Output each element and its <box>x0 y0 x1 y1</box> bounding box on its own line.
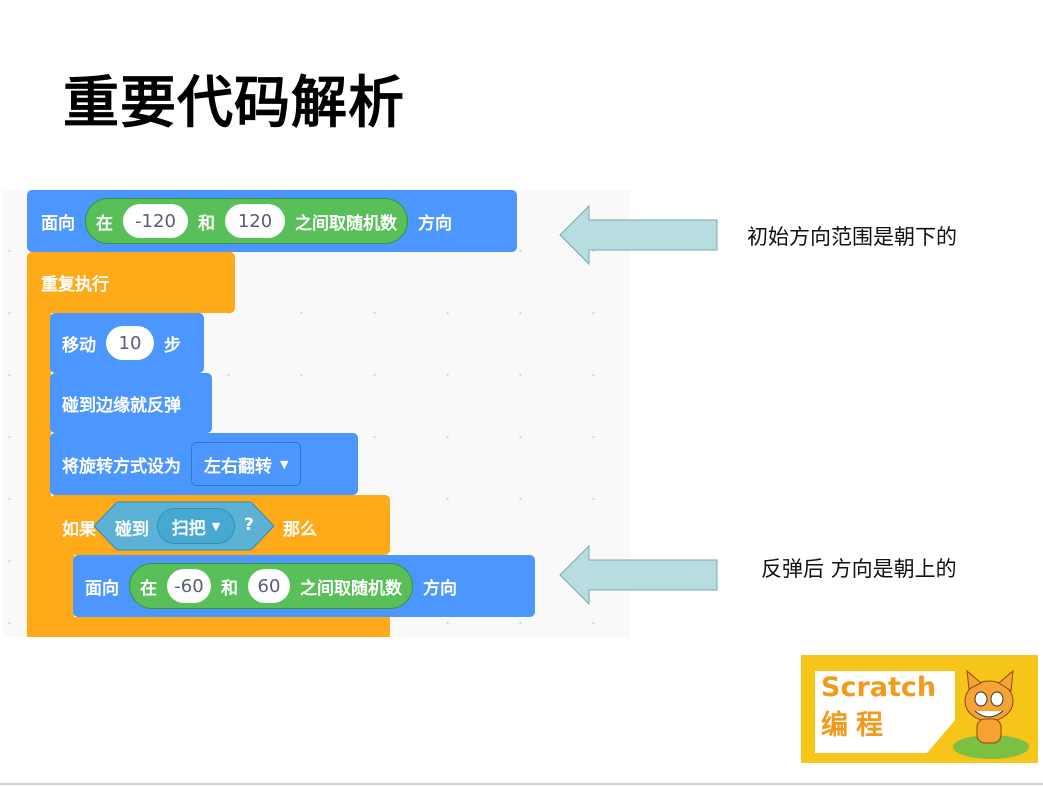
annotation-initial: 初始方向范围是朝下的 <box>747 225 957 249</box>
direction-label: 方向 <box>423 578 457 599</box>
point-in-direction-block[interactable]: 面向 在 -120 和 120 之间取随机数 方向 <box>27 190 517 252</box>
max-input[interactable]: 60 <box>248 569 290 603</box>
scratch-code-area: 重复执行 面向 在 -120 和 120 之间取随机数 方向 移动 10 步 碰… <box>3 190 630 637</box>
forever-label: 重复执行 <box>41 275 109 295</box>
object-value: 扫把 <box>171 518 206 539</box>
rotation-value: 左右翻转 <box>204 456 272 477</box>
if-label: 如果 <box>62 520 96 540</box>
random-label: 之间取随机数 <box>295 213 397 234</box>
annotation-bounce: 反弹后 方向是朝上的 <box>761 557 957 581</box>
footer-divider <box>0 783 1043 785</box>
if-bottom <box>50 617 390 637</box>
then-label: 那么 <box>283 520 317 540</box>
face-label: 面向 <box>85 578 119 599</box>
rotation-label: 将旋转方式设为 <box>62 456 181 477</box>
in-label: 在 <box>96 213 113 234</box>
move-label: 移动 <box>62 335 96 356</box>
forever-block[interactable] <box>27 252 235 313</box>
scratch-logo: Scratch 编程 <box>801 655 1038 763</box>
face-label: 面向 <box>41 213 75 234</box>
steps-input[interactable]: 10 <box>106 326 154 360</box>
logo-text: Scratch <box>821 672 937 703</box>
forever-arm <box>27 290 51 637</box>
rotation-dropdown[interactable]: 左右翻转 ▼ <box>191 442 302 486</box>
touching-label: 碰到 <box>115 520 149 540</box>
logo-subtext: 编程 <box>821 710 891 741</box>
logo-card <box>815 671 955 753</box>
bounce-block[interactable]: 碰到边缘就反弹 <box>50 373 212 433</box>
max-input[interactable]: 120 <box>225 204 285 238</box>
slide-title: 重要代码解析 <box>63 71 405 136</box>
random-reporter[interactable]: 在 -60 和 60 之间取随机数 <box>129 563 413 609</box>
and-label: 和 <box>198 213 215 234</box>
random-reporter[interactable]: 在 -120 和 120 之间取随机数 <box>85 198 408 244</box>
question-mark: ? <box>244 515 254 535</box>
in-label: 在 <box>140 578 157 599</box>
steps-unit: 步 <box>164 335 181 356</box>
move-block[interactable]: 移动 10 步 <box>50 313 204 373</box>
rotation-style-block[interactable]: 将旋转方式设为 左右翻转 ▼ <box>50 433 358 495</box>
random-label: 之间取随机数 <box>300 578 402 599</box>
bounce-label: 碰到边缘就反弹 <box>62 395 181 416</box>
scratch-cat-icon <box>953 669 1029 759</box>
point-in-direction-block-2[interactable]: 面向 在 -60 和 60 之间取随机数 方向 <box>73 555 535 617</box>
left-arrow-icon <box>559 545 718 605</box>
chevron-down-icon: ▼ <box>280 457 289 471</box>
min-input[interactable]: -60 <box>167 569 211 603</box>
min-input[interactable]: -120 <box>123 204 188 238</box>
and-label: 和 <box>221 578 238 599</box>
left-arrow-icon <box>559 205 718 265</box>
direction-label: 方向 <box>418 213 452 234</box>
touching-object-dropdown[interactable]: 扫把 ▼ <box>157 508 235 544</box>
chevron-down-icon: ▼ <box>211 519 221 533</box>
